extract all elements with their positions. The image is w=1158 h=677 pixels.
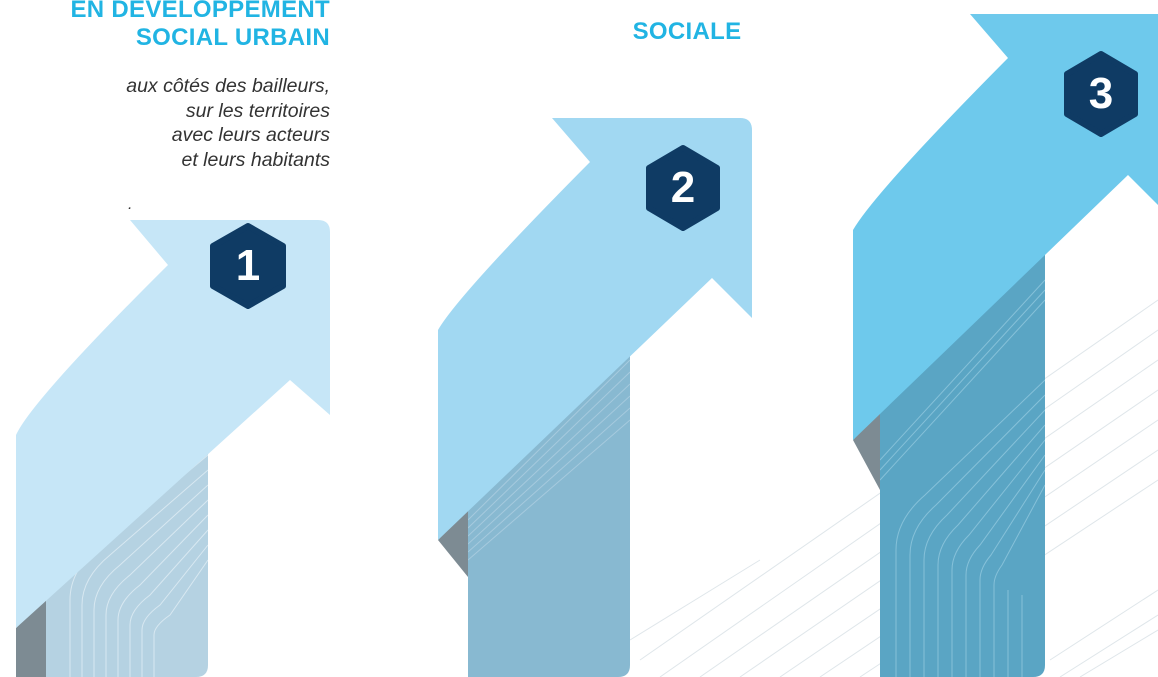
section-subtitle: aux côtés des bailleurs, sur les territo… [0, 74, 330, 172]
step-2-column-lines [468, 359, 630, 561]
step-2-shadow [438, 505, 468, 577]
center-heading: SOCIALE [632, 18, 742, 45]
step-3-number: 3 [1088, 69, 1114, 118]
step-3-column-lines [880, 279, 1045, 677]
subtitle-line-3: avec leurs acteurs [171, 124, 330, 146]
trailing-mark: . [128, 196, 133, 213]
heading-line-1: EN DÉVELOPPEMENT [70, 0, 330, 23]
subtitle-line-2: sur les territoires [185, 99, 330, 122]
subtitle-line-1: aux côtés des bailleurs, [126, 75, 330, 97]
step-2-badge [646, 145, 720, 231]
step-1-shadow [16, 598, 46, 677]
step-1-badge [210, 223, 286, 309]
step-1 [16, 220, 330, 677]
step-3 [853, 14, 1158, 677]
section-heading: EN DÉVELOPPEMENT SOCIAL URBAIN [0, 0, 330, 52]
step-2 [438, 118, 752, 677]
step-1-number: 1 [235, 241, 261, 290]
step-3-shadow [853, 410, 880, 490]
step-2-number: 2 [670, 163, 696, 212]
step-3-badge [1064, 51, 1138, 137]
step-1-arrow [16, 220, 330, 628]
heading-line-2: SOCIAL URBAIN [135, 24, 330, 51]
subtitle-line-4: et leurs habitants [181, 148, 330, 171]
